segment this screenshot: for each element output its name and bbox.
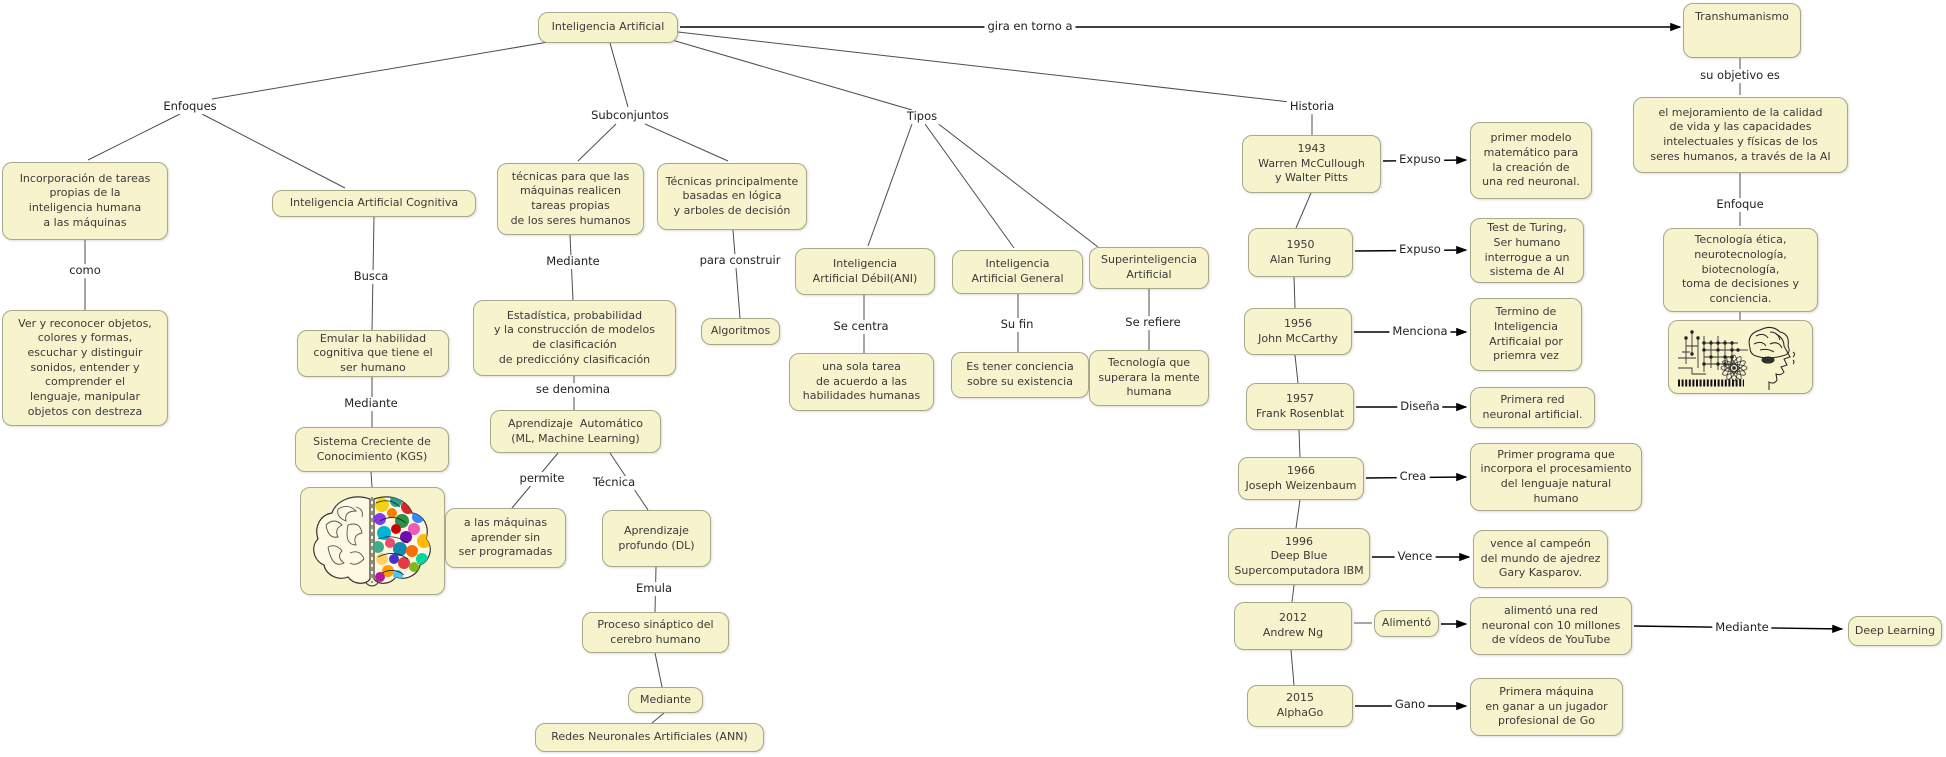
node-estadistica[interactable]: Estadística, probabilidad y la construcc…	[473, 300, 676, 376]
node-1966-desc[interactable]: Primer programa que incorpora el procesa…	[1470, 443, 1642, 511]
link-expuso-1943[interactable]: Expuso	[1396, 152, 1444, 167]
link-emula[interactable]: Emula	[633, 581, 675, 596]
link-mediante-deep-learning[interactable]: Mediante	[1712, 620, 1772, 635]
link-menciona[interactable]: Menciona	[1389, 324, 1451, 339]
link-como[interactable]: como	[66, 263, 104, 278]
node-1966-weizenbaum[interactable]: 1966 Joseph Weizenbaum	[1238, 457, 1364, 500]
node-maquinas-aprender[interactable]: a las máquinas aprender sin ser programa…	[445, 508, 566, 568]
node-agi-desc[interactable]: Es tener conciencia sobre su existencia	[951, 352, 1089, 398]
node-ann[interactable]: Redes Neuronales Artificiales (ANN)	[535, 723, 764, 752]
split-brain-image[interactable]	[300, 487, 445, 595]
node-objetivo-transhumanismo[interactable]: el mejoramiento de la calidad de vida y …	[1633, 97, 1848, 173]
node-1943-desc[interactable]: primer modelo matemático para la creació…	[1470, 122, 1592, 199]
node-ia-cognitiva[interactable]: Inteligencia Artificial Cognitiva	[272, 190, 476, 217]
branch-enfoques[interactable]: Enfoques	[160, 99, 220, 114]
node-mediante[interactable]: Mediante	[628, 687, 703, 713]
node-1956-desc[interactable]: Termino de Inteligencia Artificaial por …	[1470, 298, 1582, 371]
node-2012-andrew-ng[interactable]: 2012 Andrew Ng	[1234, 602, 1352, 650]
node-alimento[interactable]: Alimentó	[1374, 610, 1439, 637]
head-circuit-brain-image[interactable]	[1668, 320, 1813, 394]
node-2012-desc[interactable]: alimentó una red neuronal con 10 millone…	[1470, 597, 1632, 655]
link-mediante-kgs[interactable]: Mediante	[341, 396, 401, 411]
link-se-denomina[interactable]: se denomina	[532, 382, 614, 397]
link-su-objetivo-es[interactable]: su objetivo es	[1697, 68, 1783, 83]
node-1950-turing[interactable]: 1950 Alan Turing	[1248, 228, 1353, 277]
node-1957-rosenblat[interactable]: 1957 Frank Rosenblat	[1246, 383, 1354, 430]
link-se-centra[interactable]: Se centra	[830, 319, 892, 334]
node-tecnicas-logica[interactable]: Técnicas principalmente basadas en lógic…	[657, 163, 807, 230]
link-crea[interactable]: Crea	[1396, 469, 1430, 484]
link-enfoque[interactable]: Enfoque	[1713, 197, 1767, 212]
node-2015-alphago[interactable]: 2015 AlphaGo	[1247, 685, 1353, 727]
branch-subconjuntos[interactable]: Subconjuntos	[588, 108, 672, 123]
node-tecnicas-maquinas[interactable]: técnicas para que las máquinas realicen …	[497, 163, 644, 235]
node-2015-desc[interactable]: Primera máquina en ganar a un jugador pr…	[1470, 678, 1623, 736]
link-vence[interactable]: Vence	[1394, 549, 1436, 564]
node-1956-mccarthy[interactable]: 1956 John McCarthy	[1244, 308, 1352, 355]
link-busca[interactable]: Busca	[350, 269, 392, 284]
node-incorporacion-tareas[interactable]: Incorporación de tareas propias de la in…	[2, 162, 168, 240]
node-deep-learning[interactable]: Deep Learning	[1848, 616, 1942, 646]
node-kgs[interactable]: Sistema Creciente de Conocimiento (KGS)	[295, 427, 449, 472]
node-transhumanismo[interactable]: Transhumanismo	[1683, 3, 1801, 58]
split-brain-illustration	[313, 496, 431, 587]
node-1996-deep-blue[interactable]: 1996 Deep Blue Supercomputadora IBM	[1228, 528, 1370, 585]
link-tecnica[interactable]: Técnica	[589, 475, 639, 490]
node-machine-learning[interactable]: Aprendizaje Automático (ML, Machine Lear…	[490, 410, 661, 453]
node-algoritmos[interactable]: Algoritmos	[701, 318, 780, 345]
node-superinteligencia[interactable]: Superinteligencia Artificial	[1089, 247, 1209, 289]
node-proceso-sinaptico[interactable]: Proceso sináptico del cerebro humano	[582, 612, 729, 653]
link-su-fin[interactable]: Su fin	[997, 317, 1037, 332]
node-ani-desc[interactable]: una sola tarea de acuerdo a las habilida…	[789, 353, 934, 411]
link-mediante-estadistica[interactable]: Mediante	[543, 254, 603, 269]
node-inteligencia-artificial[interactable]: Inteligencia Artificial	[538, 12, 678, 43]
branch-historia[interactable]: Historia	[1286, 99, 1338, 114]
node-deep-learning-dl[interactable]: Aprendizaje profundo (DL)	[602, 510, 711, 567]
link-se-refiere[interactable]: Se refiere	[1122, 315, 1184, 330]
node-1996-desc[interactable]: vence al campeón del mundo de ajedrez Ga…	[1473, 530, 1608, 588]
branch-tipos[interactable]: Tipos	[903, 109, 941, 124]
node-1950-desc[interactable]: Test de Turing, Ser humano interrogue a …	[1470, 218, 1584, 283]
node-1957-desc[interactable]: Primera red neuronal artificial.	[1470, 387, 1595, 428]
link-expuso-1950[interactable]: Expuso	[1396, 242, 1444, 257]
node-1943-mcculloch-pitts[interactable]: 1943 Warren McCullough y Walter Pitts	[1242, 135, 1381, 193]
link-para-construir[interactable]: para construir	[696, 253, 784, 268]
link-gano[interactable]: Gano	[1391, 697, 1429, 712]
node-ia-debil-ani[interactable]: Inteligencia Artificial Débil(ANI)	[795, 248, 935, 295]
node-ver-reconocer[interactable]: Ver y reconocer objetos, colores y forma…	[2, 310, 168, 426]
head-circuit-brain-illustration	[1678, 326, 1795, 390]
node-asi-desc[interactable]: Tecnología que superara la mente humana	[1089, 350, 1209, 406]
node-emular-habilidad[interactable]: Emular la habilidad cognitiva que tiene …	[297, 330, 449, 377]
node-ia-general[interactable]: Inteligencia Artificial General	[952, 250, 1083, 294]
link-disena[interactable]: Diseña	[1397, 399, 1443, 414]
node-tecnologias[interactable]: Tecnología ética, neurotecnología, biote…	[1663, 228, 1818, 312]
link-gira-en-torno-a[interactable]: gira en torno a	[984, 19, 1076, 34]
link-permite[interactable]: permite	[516, 471, 568, 486]
